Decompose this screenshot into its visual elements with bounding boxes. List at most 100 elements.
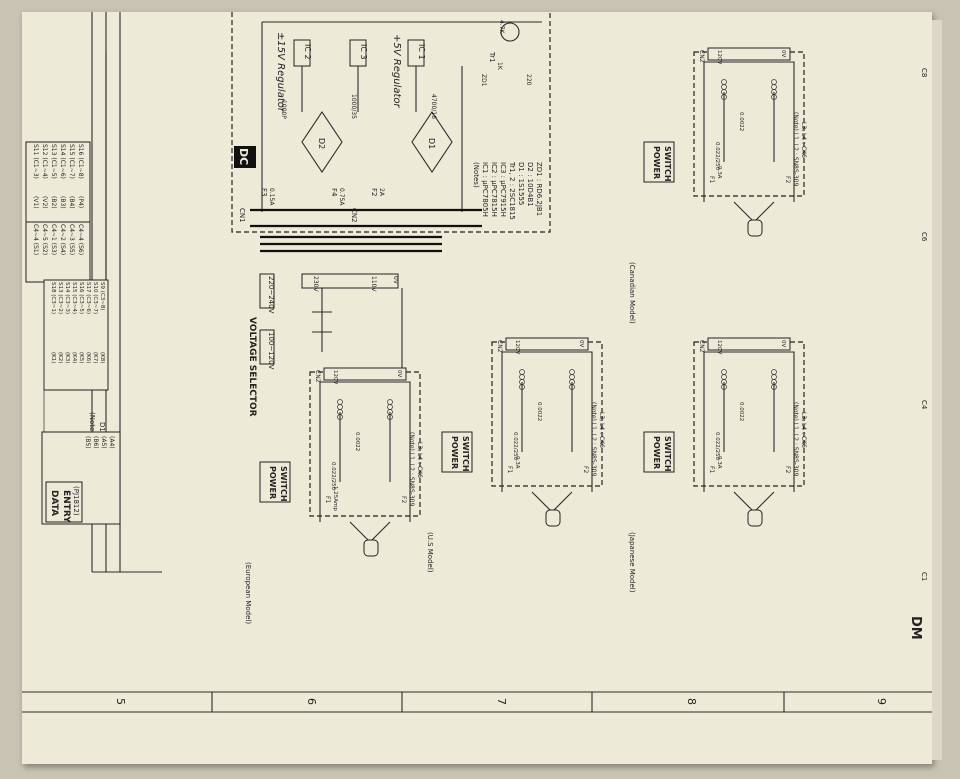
cap-1000p: 1000P (280, 100, 287, 119)
data-entry-label: DATA (49, 490, 59, 516)
f1-rating: 0.3A (514, 456, 520, 469)
cn2-dc-label: CN2 (350, 208, 358, 223)
cn2-label: CN2 (698, 340, 705, 353)
tap-110: 110V (370, 276, 377, 292)
tap-0v-stage: 0V (780, 50, 786, 57)
filter-note-2: L3, L4 : CK6 (800, 122, 807, 158)
col-label: C4~2 (S4) (59, 224, 66, 255)
f2-dc-rating: 2A (378, 188, 385, 197)
cap-1000-35: 1000/35 (350, 94, 357, 119)
bus-code: (K6) (85, 352, 91, 363)
bus-code: (K8) (99, 352, 105, 363)
range-low: 100~120V (267, 332, 275, 370)
cap-value: 0.0022 (536, 402, 542, 421)
bus-block: S18 (C3~1)S13 (C3~2)S14 (C3~3)S15 (C3~4)… (43, 279, 109, 432)
zd1-label: ZD1 (480, 74, 487, 87)
bus-code: (K4) (71, 352, 77, 363)
switch-label: S12 (C1~4) (41, 144, 48, 179)
cap-value: 0.0022 (354, 432, 360, 451)
parts-note: D2 : 10D4B1 (526, 162, 534, 207)
grid-row-label: 5 (114, 698, 127, 705)
power-switch-label-2: SWITCH (663, 436, 672, 472)
parts-note: (Notes) (472, 162, 480, 188)
filter-note-2: L3, L4 : CK6 (416, 442, 423, 478)
model-label: (Canadian Model) (628, 262, 636, 324)
entry-pin: (A4) (108, 436, 115, 449)
cap-4700: 4700/16 (430, 94, 437, 119)
bus-label: S16 (C3~5) (78, 282, 84, 314)
schematic-diagram: S11 (C1~3)S12 (C1~4)S13 (C1~5)S14 (C1~6)… (22, 12, 932, 713)
model-label: (Japanese Model) (628, 532, 636, 593)
res-47k: 4.7K (498, 20, 505, 35)
switch-code: (B3) (59, 196, 66, 209)
range-high: 220~240V (267, 276, 275, 314)
filter-note-1: (Note) L1, L2 : SN8S-309 (792, 112, 799, 186)
switch-label: S16 (C1~8) (77, 144, 84, 179)
data-entry-part: (PJ1812) (72, 486, 80, 516)
power-switch-label-2: SWITCH (663, 146, 672, 182)
filter-note-1: (Note) L1, L2 : SN8S-309 (408, 432, 415, 506)
cn2-label: CN2 (314, 370, 321, 383)
power-switch-label: POWER (450, 436, 459, 469)
dm-label: DM (908, 616, 923, 640)
ic3-label: IC 3 (359, 44, 368, 60)
bus-code: (K2) (57, 352, 63, 363)
dc-label: DC (237, 148, 250, 165)
f1-rating: 0.3A (716, 166, 722, 179)
c1-value: 0.022/250 (330, 462, 336, 491)
data-entry-block: DATA ENTRY (PJ1812) (B5)(B6)(A5)(A4) (41, 431, 121, 525)
bus-label: S18 (C3~1) (50, 282, 56, 314)
cn2-label: CN2 (496, 340, 503, 353)
power-switch-label: POWER (268, 466, 277, 499)
bus-label: S13 (C3~2) (57, 282, 63, 314)
grid-col-label: C4 (920, 400, 928, 410)
col-label: C4~1 (S3) (50, 224, 57, 255)
f1-label: F1 (708, 466, 715, 473)
bus-label: S14 (C3~3) (64, 282, 70, 314)
f2-label: F2 (784, 176, 791, 183)
parts-note: IC2 : µPC7815H (490, 162, 498, 217)
col-label: C4~4 (S6) (77, 224, 84, 255)
grid-col-label: C6 (920, 232, 928, 242)
f2-label: F2 (400, 496, 407, 503)
res-1k: 1K (496, 62, 503, 71)
cap-value: 0.0022 (738, 402, 744, 421)
bus-label: S9 (C3~8) (99, 282, 105, 310)
filter-note-1: (Note) L1, L2 : SN8S-309 (590, 402, 597, 476)
cn2-label: CN2 (698, 50, 705, 63)
voltage-selector: VOLTAGE SELECTOR 100~120V 220~240V 230V … (247, 273, 403, 417)
grid-col-label: C1 (920, 572, 928, 581)
bus-label: S17 (C3~6) (85, 282, 91, 314)
f1-label: F1 (708, 176, 715, 183)
cn1-dc-label: CN1 (238, 208, 246, 223)
f3-rating: 0.15A (268, 188, 275, 206)
data-entry-label-2: ENTRY (61, 490, 71, 523)
parts-note: Tr1, 2 : 2SC1815 (508, 161, 516, 220)
model-label: (U.S Model) (426, 532, 434, 573)
switch-code: (V1) (32, 196, 39, 209)
tr1-label: Tr1 (488, 51, 496, 63)
col-label: C4~4 (S1) (32, 224, 39, 255)
entry-pin: (B6) (92, 436, 99, 449)
f4-label: F4 (330, 188, 338, 197)
f4-rating: 0.75A (338, 188, 345, 206)
tap-120: 120V (332, 370, 338, 384)
ic2-label: IC 2 (303, 44, 312, 60)
reg15-label: ±15V Regulator (275, 32, 286, 113)
res-220: 220 (525, 74, 532, 86)
grid-row-label: 9 (875, 698, 888, 705)
filter-note-2: L3, L4 : CK6 (800, 412, 807, 448)
tap-230: 230V (312, 276, 319, 292)
parts-note: ZD1 : RD6.2JB1 (535, 162, 543, 216)
switch-code: (B4) (68, 196, 75, 209)
f2-dc-label: F2 (370, 188, 378, 196)
f1-rating: 0.3A (716, 456, 722, 469)
tap-0v-stage: 0V (780, 340, 786, 347)
bus-code: (K3) (64, 352, 70, 363)
d2-label: D2 (317, 138, 326, 149)
grid-row-label: 6 (305, 698, 318, 705)
bus-code: (K5) (78, 352, 84, 363)
parts-note: IC1 : µPC7805H (481, 162, 489, 217)
switch-label-block: S11 (C1~3)S12 (C1~4)S13 (C1~5)S14 (C1~6)… (25, 141, 91, 283)
